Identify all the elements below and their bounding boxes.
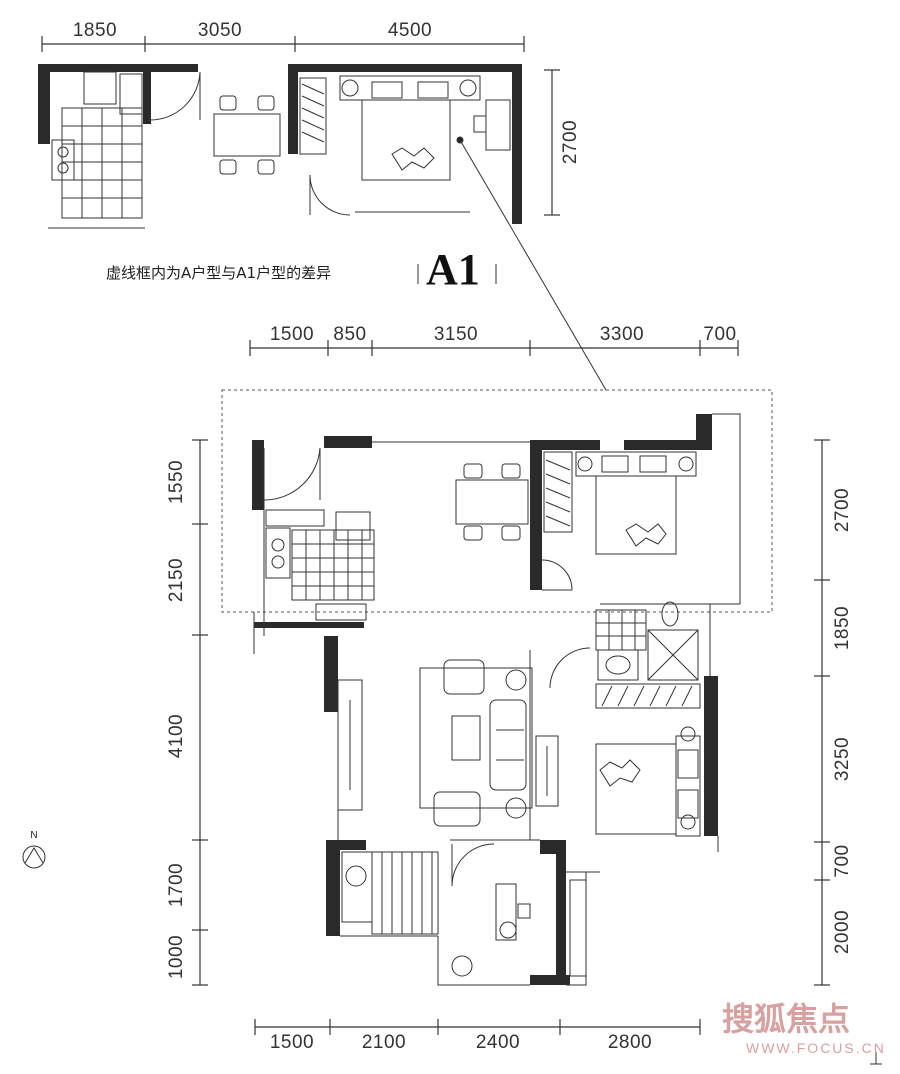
main-dim-top-3: 3150: [434, 324, 478, 345]
main-dim-top-1: 1500: [270, 324, 314, 345]
main-dim-right-1: 2700: [832, 488, 853, 532]
watermark-url: WWW.FOCUS.CN: [746, 1040, 886, 1056]
top-dim-3: 4500: [388, 20, 432, 41]
north-label: N: [30, 830, 37, 841]
wardrobe-top: [299, 77, 327, 155]
main-dim-bottom-1: 1500: [270, 1032, 314, 1053]
main-dim-bottom-3: 2400: [476, 1032, 520, 1053]
model-label: A1: [426, 245, 480, 294]
main-dim-right-2: 1850: [832, 606, 853, 650]
north-arrow-icon: [22, 845, 46, 869]
main-walls: [252, 414, 718, 985]
difference-box: [221, 389, 773, 613]
main-dim-right-5: 2000: [832, 910, 853, 954]
top-dim-2: 3050: [198, 20, 242, 41]
main-dim-left-1: 1550: [166, 460, 187, 504]
main-dim-right-4: 700: [832, 844, 853, 877]
main-dim-left-4: 1700: [166, 863, 187, 907]
top-dim-right: 2700: [560, 120, 581, 164]
bathroom-tiles: [595, 609, 647, 651]
main-dim-left-3: 4100: [166, 714, 187, 758]
main-dim-top-4: 3300: [600, 324, 644, 345]
difference-caption: 虚线框内为A户型与A1户型的差异: [106, 264, 331, 282]
balcony-floor: [371, 851, 439, 935]
main-dim-top-5: 700: [703, 324, 736, 345]
wardrobe-main: [543, 451, 573, 533]
kitchen-tiles-main: [291, 529, 375, 601]
top-dim-1: 1850: [73, 20, 117, 41]
wardrobe-lower: [595, 683, 701, 709]
main-dim-right-3: 3250: [832, 737, 853, 781]
main-dim-left-5: 1000: [166, 935, 187, 979]
watermark-brand: 搜狐焦点: [722, 1000, 850, 1038]
main-dim-bottom-2: 2100: [362, 1032, 406, 1053]
main-dim-left-2: 2150: [166, 558, 187, 602]
main-dim-bottom-4: 2800: [608, 1032, 652, 1053]
kitchen-tiles-top: [61, 107, 143, 219]
main-dim-top-2: 850: [333, 324, 366, 345]
